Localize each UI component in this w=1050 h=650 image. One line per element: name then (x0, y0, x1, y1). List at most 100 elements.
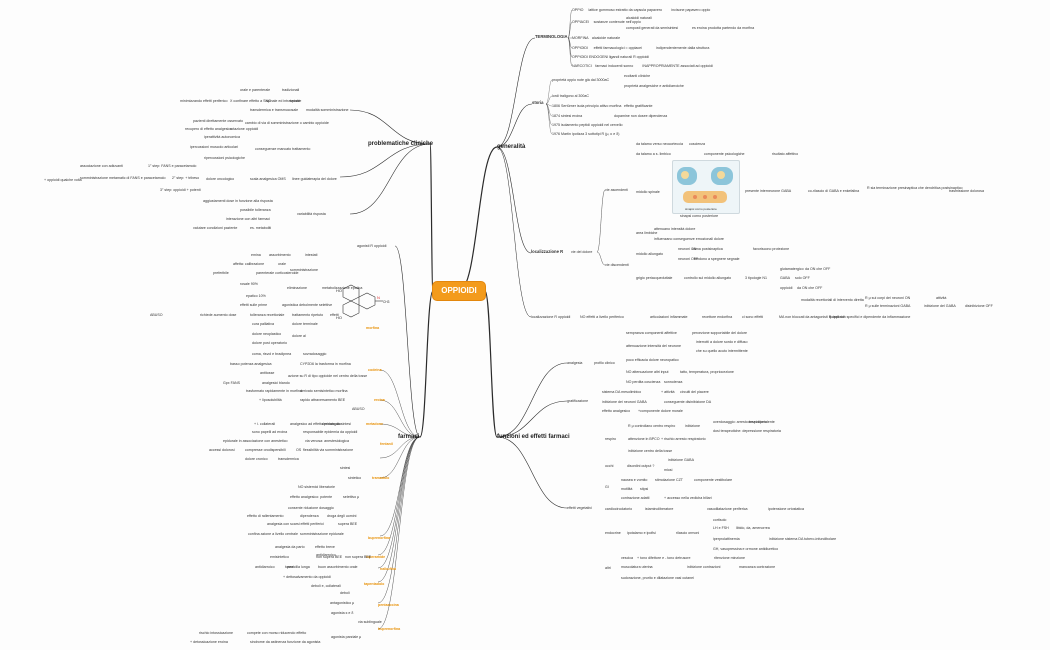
asc-item-11[interactable]: area limbiche (636, 231, 658, 235)
veg-item-23[interactable]: istaminoliberatore (645, 507, 674, 511)
asc-item-5[interactable]: midollo spinale (636, 190, 660, 194)
desc-item-8[interactable]: 3 tipologie N1 (745, 276, 767, 280)
veg-item-42[interactable]: sudorazione, prurito e dilatazione vasi … (621, 576, 694, 580)
terapia-item-10[interactable]: somministrazione metamatic di FANS e par… (80, 176, 166, 180)
somm-item-7[interactable]: transdermica e transmucosale (250, 108, 299, 112)
somm-item-11[interactable]: rotazione oppioidi (230, 127, 259, 131)
veg-item-11[interactable]: disordini output ? (627, 464, 655, 468)
somm-item-1[interactable]: orale e parenterale (240, 88, 271, 92)
asc-item-10[interactable]: sinapsi corno posteriore (680, 214, 719, 218)
grat-item-5[interactable]: conseguente disinibizione DA (664, 400, 712, 404)
morfina-item-19[interactable]: cura palliativa (252, 322, 274, 326)
terapia-item-7[interactable]: dolore oncologico (206, 177, 235, 181)
tramadolo-item-5[interactable]: consente riduzione dosaggio (288, 506, 334, 510)
term-endogeni-1[interactable]: ligandi naturali R oppioidi (608, 55, 650, 59)
term-oppiacei-3[interactable]: composti generati da semisintesi (626, 26, 679, 30)
perif-item-5[interactable]: MA non bloccati da antagonisti R oppioid… (779, 315, 845, 319)
morfina-item-17[interactable]: trattamento ripetuto (292, 313, 324, 317)
buprenorfina-item-4[interactable]: supera BEE (338, 522, 358, 526)
veg-item-19[interactable]: stipsi (640, 487, 649, 491)
var-item-1[interactable]: aggiustamenti dose in funzione alla risp… (203, 199, 273, 203)
veg-item-5[interactable]: inibizione (685, 424, 700, 428)
var-item-5[interactable]: es. metaboliti (250, 226, 272, 230)
morfina-item-23[interactable]: dolore post operatorio (252, 341, 287, 345)
veg-item-33[interactable]: inibizione sistema DA tubero-infundibola… (769, 537, 837, 541)
storia-item-8[interactable]: 1975 isolamento peptidi oppioidi nel cer… (552, 123, 623, 127)
morfina-item-22[interactable]: dolore al (292, 334, 306, 338)
eroina-item-1[interactable]: derivato semisintetico morfina (300, 389, 348, 393)
perif-item-1[interactable]: NO effetti a livello periferico (580, 315, 624, 319)
veg-item-35[interactable]: altri (605, 566, 611, 570)
morfina-item-12[interactable]: effetti sulle prime (240, 303, 268, 307)
somm-item-0[interactable]: modalità somministrazione (306, 108, 349, 112)
farmaco-codeina[interactable]: codeina (368, 368, 382, 372)
grat-item-6[interactable]: effetto analgesico (602, 409, 631, 413)
veg-item-25[interactable]: ipotensione ortostatica (768, 507, 804, 511)
desc-item-17[interactable]: attività (936, 296, 947, 300)
codeina-item-5[interactable]: analgesici blando (262, 381, 290, 385)
desc-item-13[interactable]: oppioidi (780, 286, 793, 290)
fentanil-item-5[interactable]: flessibilità via somministrazione (303, 448, 354, 452)
tapentadolo-item-1[interactable]: buon assorbimento orale (318, 565, 358, 569)
var-item-2[interactable]: possibile tolleranza (240, 208, 271, 212)
storia-item-2[interactable]: proprietà analgesiche e antidiarroiche (624, 84, 684, 88)
metadone-item-0[interactable]: + i. collaterali (254, 422, 276, 426)
desc-item-5[interactable]: tendono a spegnere segnale (694, 257, 740, 261)
farmaco-metadone[interactable]: metadone (366, 422, 383, 426)
asc-item-2[interactable]: da talamo a s. limbico (636, 152, 671, 156)
tapentadolo-item-2[interactable]: + dettosalvamento da oppioidi (283, 575, 331, 579)
metadone-item-2[interactable]: derivato da sintesi (322, 422, 351, 426)
storia-item-3[interactable]: lordi traligono al 300aC (552, 94, 589, 98)
desc-item-7[interactable]: controllo sul midollo allungato (684, 276, 732, 280)
fentanil-item-7[interactable]: transdermica (278, 457, 299, 461)
veg-item-15[interactable]: nausea e vomito (621, 478, 648, 482)
analgesia-item-4[interactable]: attenuazione intensità del neurone (626, 344, 681, 348)
fentanil-item-1[interactable]: via venosa: anestesiologica (305, 439, 349, 443)
grat-item-2[interactable]: + attività (661, 390, 675, 394)
eroina-item-3[interactable]: rapido attraversamento BEE (300, 398, 346, 402)
asc-item-7[interactable]: co-rilascio di GABA e enkefalina (808, 189, 860, 193)
morfina-item-20[interactable]: dolore terminale (292, 322, 318, 326)
fentanil-item-4[interactable]: OS (296, 448, 302, 452)
morfina-item-7[interactable]: parenterale corticosteroide (256, 271, 299, 275)
storia-item-6[interactable]: 1874 sintesi eroina (552, 114, 583, 118)
desc-item-16[interactable]: R μ sui corpi dei neuroni ON (865, 296, 911, 300)
farmaco-eroina[interactable]: eroina (374, 398, 385, 402)
metadone-item-4[interactable]: responsabile epidemia da oppioidi (303, 430, 358, 434)
storia-item-5[interactable]: effetto gratificante (624, 104, 653, 108)
veg-item-39[interactable]: muscolatura uterina (621, 565, 653, 569)
terapia-item-5[interactable]: scala analgesica OMS (250, 177, 286, 181)
node-vie-ascendenti[interactable]: vie ascendenti (605, 188, 628, 192)
desc-item-4[interactable]: neuroni OFF (678, 257, 699, 261)
desc-item-9[interactable]: glutamatergico (780, 267, 804, 271)
buprenorfina-item-3[interactable]: analgesia con scarsi effetti periferici (267, 522, 324, 526)
grat-item-0[interactable]: gratificazione (567, 399, 589, 403)
grat-item-3[interactable]: circuiti del piacere (680, 390, 709, 394)
morfina-item-4[interactable]: orale (278, 262, 286, 266)
asc-item-12[interactable]: attenuano intensità dolore (654, 227, 696, 231)
pentazocina-item-1[interactable]: antagonistico μ (330, 601, 355, 605)
veg-item-9[interactable]: inibizione centro della tosse (628, 449, 673, 453)
veg-item-12[interactable]: inibizione GABA (668, 458, 694, 462)
term-oppioidi-2[interactable]: indipendentemente dalla struttura (656, 46, 710, 50)
analgesia-item-10[interactable]: NO perdita coscienza (626, 380, 661, 384)
morfina-item-5[interactable]: somministrazione (290, 268, 318, 272)
veg-item-2[interactable]: attenzione in BPCO (628, 437, 660, 441)
asc-item-6[interactable]: presente interneurone GABA (745, 189, 792, 193)
node-localizzazione[interactable]: localizzazione R (531, 249, 564, 254)
asc-item-3[interactable]: componente psicologiche (704, 152, 745, 156)
morfina-item-24[interactable]: coma, risvol e bradipnea (252, 352, 292, 356)
term-oppiacei-1[interactable]: sostanze contenute nell'oppio (593, 20, 641, 24)
veg-item-37[interactable]: + tono difettore e - tono detrusore (637, 556, 691, 560)
desc-item-12[interactable]: solo OFF (795, 276, 810, 280)
veg-item-4[interactable]: R μ controllano centro respiro (628, 424, 676, 428)
desc-item-0[interactable]: midollo allungato (636, 252, 663, 256)
node-storia[interactable]: storia (532, 100, 544, 105)
analgesia-item-9[interactable]: tatto, temperatura, propriocezione (680, 370, 734, 374)
somm-item-8[interactable]: cambio di via di somministrazione o camb… (245, 121, 329, 125)
term-endogeni-0[interactable]: OPPIOIDI ENDOGENI (572, 55, 609, 59)
codeina-item-2[interactable]: antitosse (260, 371, 275, 375)
grat-item-7[interactable]: +componente dolore morale (638, 409, 683, 413)
farmaco-loperamide[interactable]: loperamide (366, 555, 386, 559)
term-morfina-1[interactable]: alcaloide naturale (591, 36, 621, 40)
